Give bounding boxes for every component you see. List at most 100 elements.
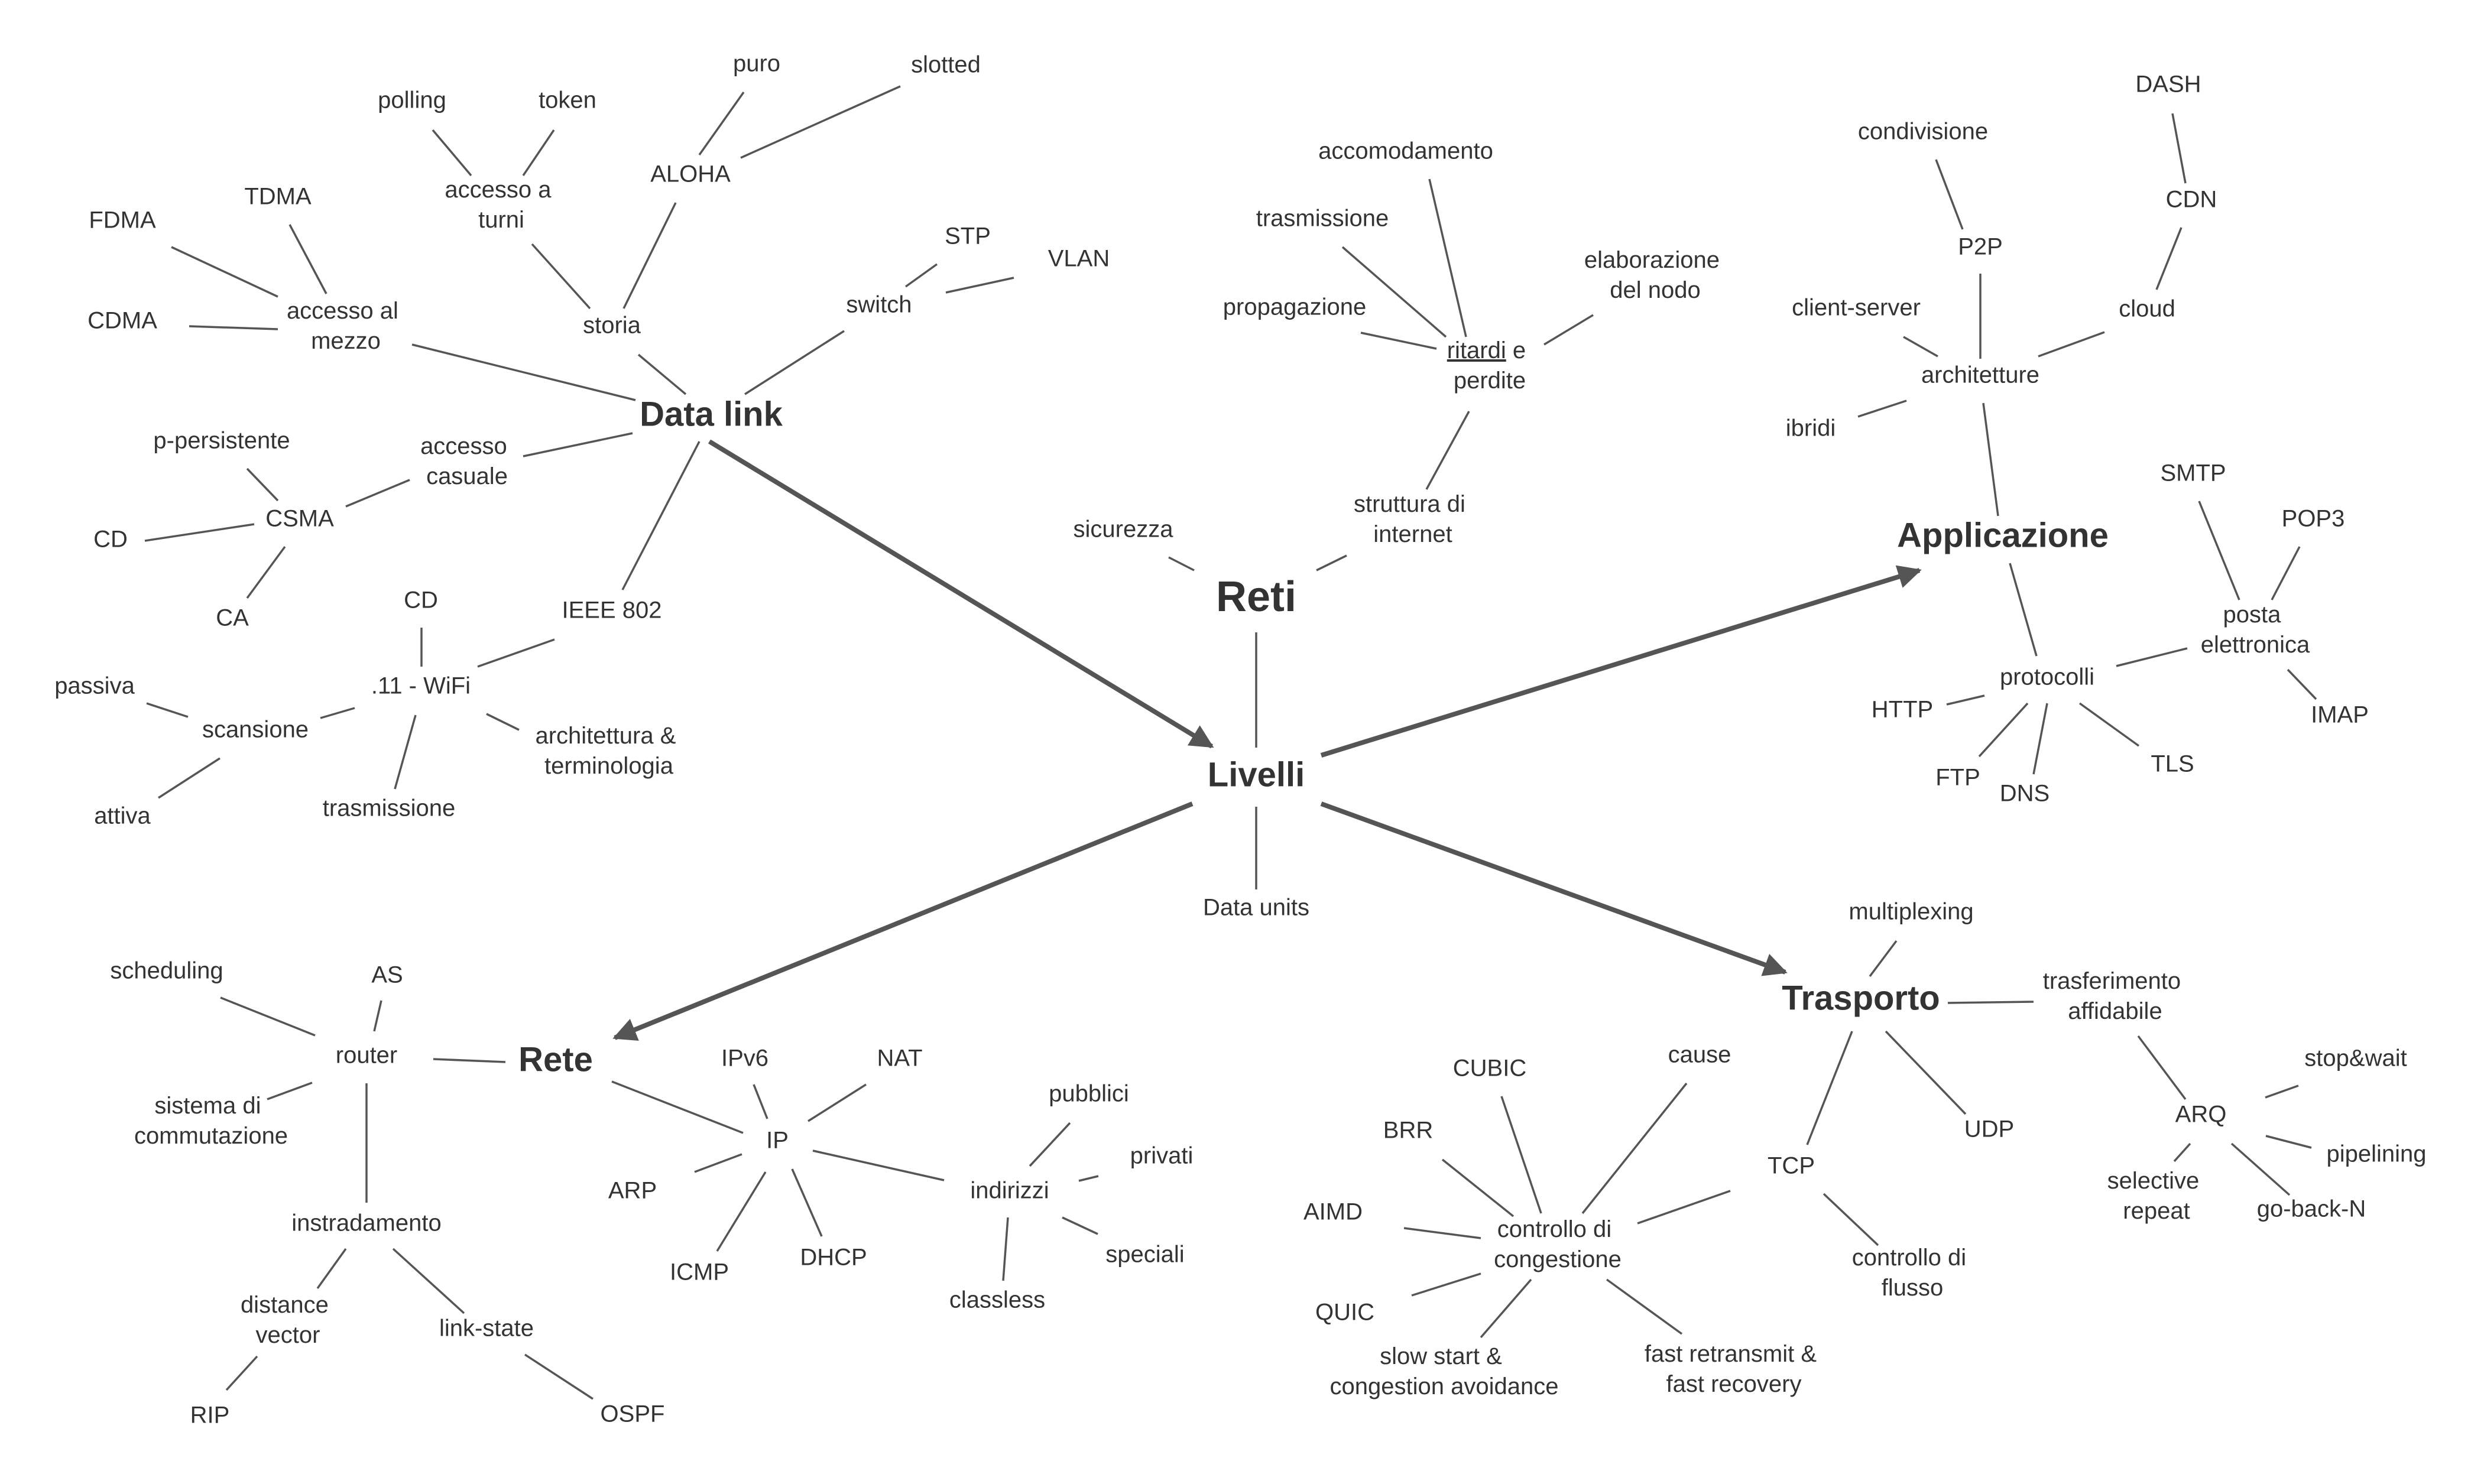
- node-ftp: FTP: [1935, 765, 1980, 791]
- flusso-line-1: controllo di: [1852, 1245, 1966, 1271]
- node-pubblici: pubblici: [1049, 1081, 1129, 1107]
- edge-casuale-csma: [345, 479, 410, 508]
- node-icmp: ICMP: [670, 1259, 729, 1285]
- node-client-server: client-server: [1792, 295, 1921, 321]
- node-token: token: [539, 87, 596, 113]
- edge-cong-cause: [1581, 1082, 1688, 1215]
- edge-ieee-wifi: [477, 638, 555, 668]
- casuale-line-2: casuale: [426, 463, 508, 489]
- node-imap: IMAP: [2311, 702, 2369, 728]
- node-scansione: scansione: [202, 717, 309, 743]
- node-rete: Rete: [518, 1040, 593, 1079]
- edge-indirizzi-privati: [1078, 1175, 1099, 1182]
- fast-line-2: fast recovery: [1666, 1371, 1802, 1397]
- edge-turni-polling: [432, 129, 472, 177]
- node-cubic: CUBIC: [1453, 1056, 1526, 1082]
- turni-line-2: turni: [478, 207, 524, 233]
- edge-cloud-cdn: [2155, 227, 2183, 290]
- node-applicazione: Applicazione: [1897, 516, 2109, 554]
- edge-csma-ppers: [246, 467, 279, 502]
- node-cdn: CDN: [2166, 187, 2217, 213]
- edge-ritardi-accomodamento: [1428, 178, 1467, 337]
- edge-router-as: [373, 1000, 382, 1032]
- node-sistema-commutazione: sistema di commutazione: [134, 1093, 288, 1149]
- node-controllo-flusso: controllo di flusso: [1852, 1245, 1973, 1301]
- node-wifi-cd: CD: [404, 587, 438, 613]
- flusso-line-2: flusso: [1882, 1275, 1944, 1301]
- edge-trasp-tcp: [1806, 1031, 1853, 1145]
- node-data-units: Data units: [1203, 895, 1309, 921]
- edge-ip-arp: [694, 1153, 742, 1173]
- slowstart-line-2: congestion avoidance: [1330, 1373, 1559, 1399]
- edge-dl-ieee: [621, 441, 701, 590]
- elaborazione-line-2: del nodo: [1610, 277, 1700, 303]
- edge-ip-icmp: [716, 1171, 767, 1252]
- edge-ip-ipv6: [753, 1084, 768, 1119]
- edge-tcp-congestione: [1637, 1190, 1731, 1225]
- edge-ip-dhcp: [791, 1168, 823, 1237]
- edge-mezzo-tdma: [288, 224, 327, 294]
- edge-ritardi-elaborazione: [1543, 314, 1594, 346]
- edge-arq-selective: [2173, 1142, 2191, 1162]
- edge-storia-turni: [531, 243, 591, 310]
- edge-ip-nat: [808, 1083, 867, 1122]
- edge-tcp-flusso: [1823, 1193, 1879, 1246]
- edge-scansione-passiva: [146, 702, 189, 718]
- node-p2p: P2P: [1958, 234, 2003, 260]
- edge-protocolli-ftp: [1978, 702, 2029, 758]
- node-router: router: [336, 1043, 398, 1069]
- posta-line-1: posta: [2223, 602, 2282, 628]
- edge-trasp-udp: [1885, 1030, 1967, 1115]
- selective-line-1: selective: [2107, 1168, 2200, 1194]
- node-arq: ARQ: [2175, 1102, 2227, 1128]
- edge-posta-pop3: [2271, 546, 2301, 600]
- node-storia: storia: [583, 313, 641, 339]
- node-tdma: TDMA: [244, 184, 312, 210]
- node-privati: privati: [1130, 1143, 1194, 1169]
- edge-dv-rip: [225, 1355, 258, 1391]
- edge-scansione-attiva: [158, 757, 220, 799]
- edge-router-scheduling: [220, 996, 316, 1037]
- commutazione-line-1: sistema di: [154, 1093, 261, 1119]
- edge-cong-slowstart: [1480, 1278, 1532, 1339]
- node-instradamento: instradamento: [291, 1210, 441, 1236]
- node-trasmissione-wifi: trasmissione: [323, 795, 456, 821]
- edge-posta-imap: [2287, 668, 2317, 700]
- node-wifi: .11 - WiFi: [371, 673, 471, 699]
- node-speciali: speciali: [1105, 1242, 1184, 1268]
- node-udp: UDP: [1964, 1116, 2014, 1142]
- node-ipv6: IPv6: [721, 1045, 768, 1071]
- node-classless: classless: [949, 1287, 1045, 1313]
- node-csma: CSMA: [265, 506, 334, 532]
- node-csma-ca: CA: [216, 605, 249, 631]
- edge-wifi-scansione: [320, 707, 355, 719]
- slowstart-line-1: slow start &: [1380, 1343, 1502, 1369]
- node-aloha: ALOHA: [650, 161, 731, 187]
- edge-protocolli-posta: [2116, 647, 2188, 667]
- node-multiplexing: multiplexing: [1849, 899, 1973, 925]
- labels: Reti Livelli sicurezza Data units strutt…: [54, 51, 2426, 1428]
- edge-trasp-multiplexing: [1869, 940, 1898, 978]
- node-vlan: VLAN: [1048, 246, 1110, 272]
- node-ibridi: ibridi: [1786, 415, 1836, 441]
- mezzo-line-1: accesso al: [287, 298, 398, 324]
- edge-cong-quic: [1411, 1272, 1481, 1297]
- node-puro: puro: [733, 51, 780, 77]
- edge-protocolli-dns: [2032, 703, 2048, 775]
- node-indirizzi: indirizzi: [970, 1178, 1049, 1204]
- edge-wifi-trasm: [394, 715, 417, 790]
- edge-mezzo-cdma: [189, 325, 278, 330]
- edge-dl-casuale: [523, 432, 633, 457]
- node-polling: polling: [378, 87, 446, 113]
- edge-arq-pipelining: [2265, 1135, 2312, 1149]
- node-stp: STP: [945, 223, 991, 249]
- node-ieee-802: IEEE 802: [562, 598, 661, 624]
- node-sicurezza: sicurezza: [1074, 517, 1174, 543]
- edge-csma-cd: [144, 523, 255, 542]
- edge-rete-router: [433, 1058, 506, 1063]
- node-data-link: Data link: [640, 395, 783, 433]
- node-quic: QUIC: [1315, 1300, 1374, 1326]
- node-selective-repeat: selective repeat: [2107, 1168, 2206, 1224]
- connectors: [144, 85, 2317, 1400]
- ritardi-rest: e: [1506, 337, 1526, 363]
